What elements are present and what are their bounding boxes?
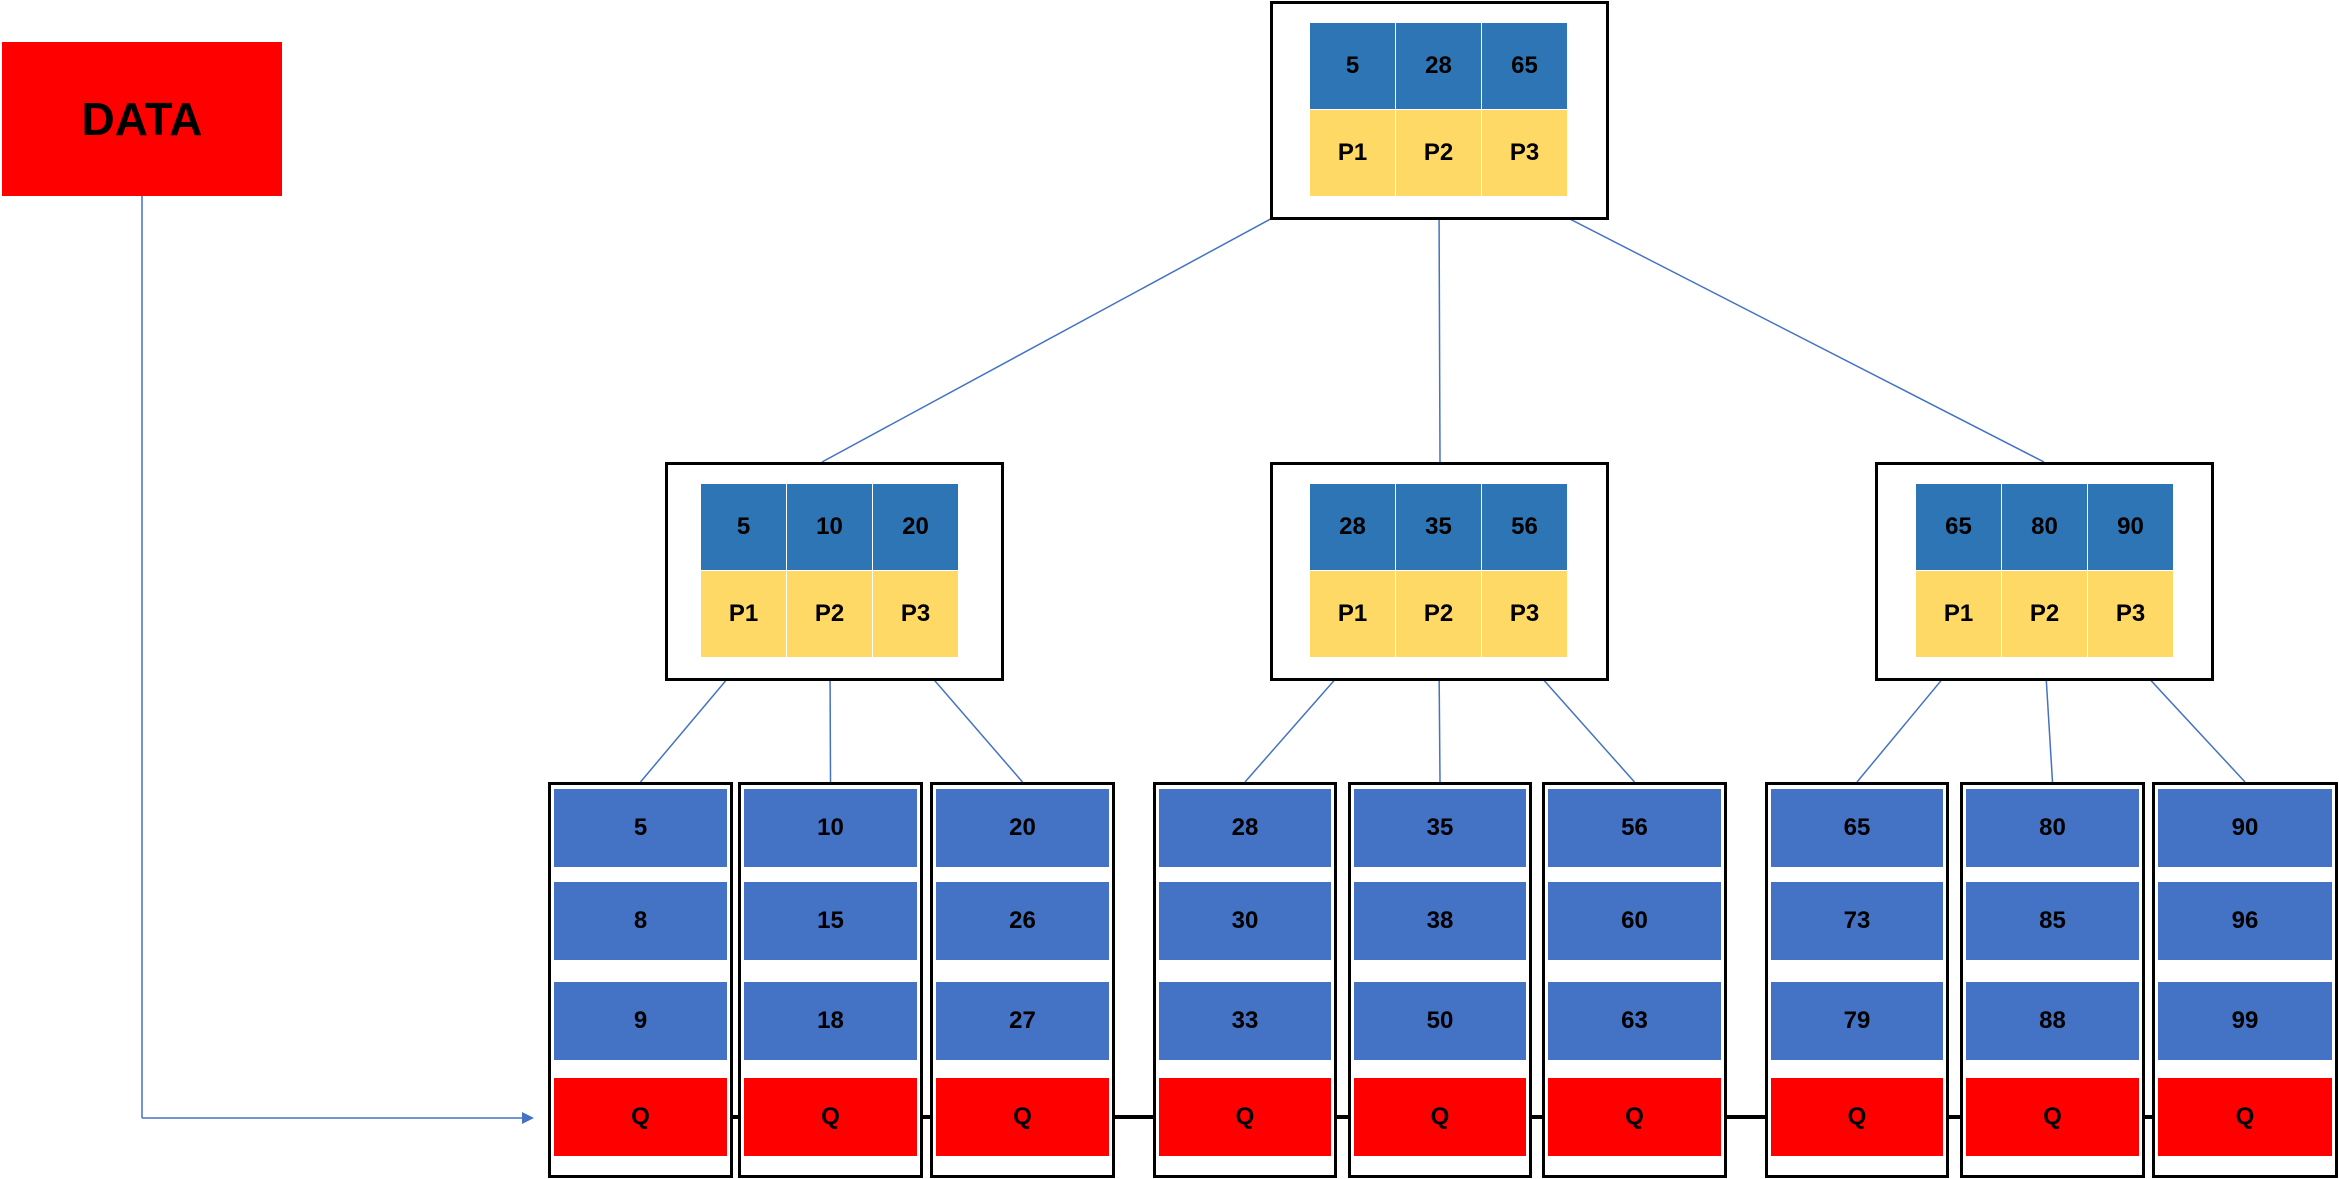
leaf-key: 15 bbox=[744, 882, 917, 960]
leaf-key: 96 bbox=[2158, 882, 2332, 960]
leaf-key: 10 bbox=[744, 789, 917, 867]
leaf-link-pointer: Q bbox=[1159, 1078, 1331, 1156]
leaf-link-pointer: Q bbox=[1354, 1078, 1526, 1156]
leaf-key: 5 bbox=[554, 789, 727, 867]
data-connector-arrowhead bbox=[522, 1112, 534, 1124]
leaf-key: 99 bbox=[2158, 982, 2332, 1060]
internal-node-1-key: 20 bbox=[873, 484, 958, 570]
internal-node-2-key: 28 bbox=[1310, 484, 1395, 570]
root-node-pointer: P1 bbox=[1310, 110, 1395, 196]
leaf-key: 56 bbox=[1548, 789, 1721, 867]
root-node-key: 65 bbox=[1482, 23, 1567, 109]
leaf-link-pointer: Q bbox=[936, 1078, 1109, 1156]
leaf-link-pointer: Q bbox=[1966, 1078, 2139, 1156]
leaf-key: 65 bbox=[1771, 789, 1943, 867]
internal-node-1-key: 10 bbox=[787, 484, 872, 570]
root-node-pointer: P2 bbox=[1396, 110, 1481, 196]
internal-node-3-key: 65 bbox=[1916, 484, 2001, 570]
leaf-key: 18 bbox=[744, 982, 917, 1060]
internal-node-1-key: 5 bbox=[701, 484, 786, 570]
leaf-link-pointer: Q bbox=[1548, 1078, 1721, 1156]
leaf-key: 9 bbox=[554, 982, 727, 1060]
leaf-key: 8 bbox=[554, 882, 727, 960]
leaf-key: 28 bbox=[1159, 789, 1331, 867]
leaf-key: 20 bbox=[936, 789, 1109, 867]
root-node-key: 5 bbox=[1310, 23, 1395, 109]
leaf-key: 30 bbox=[1159, 882, 1331, 960]
leaf-link-pointer: Q bbox=[2158, 1078, 2332, 1156]
leaf-key: 35 bbox=[1354, 789, 1526, 867]
leaf-key: 26 bbox=[936, 882, 1109, 960]
leaf-key: 60 bbox=[1548, 882, 1721, 960]
internal-node-3-key: 80 bbox=[2002, 484, 2087, 570]
leaf-link-pointer: Q bbox=[554, 1078, 727, 1156]
internal-node-1-pointer: P3 bbox=[873, 571, 958, 657]
internal-node-1-pointer: P1 bbox=[701, 571, 786, 657]
tree-edge bbox=[1524, 195, 2045, 463]
tree-edge bbox=[1438, 195, 1441, 463]
internal-node-3-pointer: P1 bbox=[1916, 571, 2001, 657]
internal-node-1-pointer: P2 bbox=[787, 571, 872, 657]
internal-node-3-pointer: P3 bbox=[2088, 571, 2173, 657]
leaf-key: 50 bbox=[1354, 982, 1526, 1060]
leaf-key: 38 bbox=[1354, 882, 1526, 960]
internal-node-3-pointer: P2 bbox=[2002, 571, 2087, 657]
leaf-key: 27 bbox=[936, 982, 1109, 1060]
internal-node-2-pointer: P2 bbox=[1396, 571, 1481, 657]
leaf-key: 90 bbox=[2158, 789, 2332, 867]
leaf-key: 73 bbox=[1771, 882, 1943, 960]
internal-node-2-key: 56 bbox=[1482, 484, 1567, 570]
internal-node-3-key: 90 bbox=[2088, 484, 2173, 570]
leaf-key: 80 bbox=[1966, 789, 2139, 867]
data-box: DATA bbox=[2, 42, 282, 196]
leaf-key: 33 bbox=[1159, 982, 1331, 1060]
internal-node-2-pointer: P3 bbox=[1482, 571, 1567, 657]
leaf-key: 85 bbox=[1966, 882, 2139, 960]
internal-node-2-pointer: P1 bbox=[1310, 571, 1395, 657]
tree-edge bbox=[821, 195, 1314, 463]
leaf-link-pointer: Q bbox=[1771, 1078, 1943, 1156]
internal-node-2-key: 35 bbox=[1396, 484, 1481, 570]
leaf-key: 88 bbox=[1966, 982, 2139, 1060]
leaf-link-pointer: Q bbox=[744, 1078, 917, 1156]
leaf-key: 79 bbox=[1771, 982, 1943, 1060]
root-node-key: 28 bbox=[1396, 23, 1481, 109]
root-node-pointer: P3 bbox=[1482, 110, 1567, 196]
leaf-key: 63 bbox=[1548, 982, 1721, 1060]
